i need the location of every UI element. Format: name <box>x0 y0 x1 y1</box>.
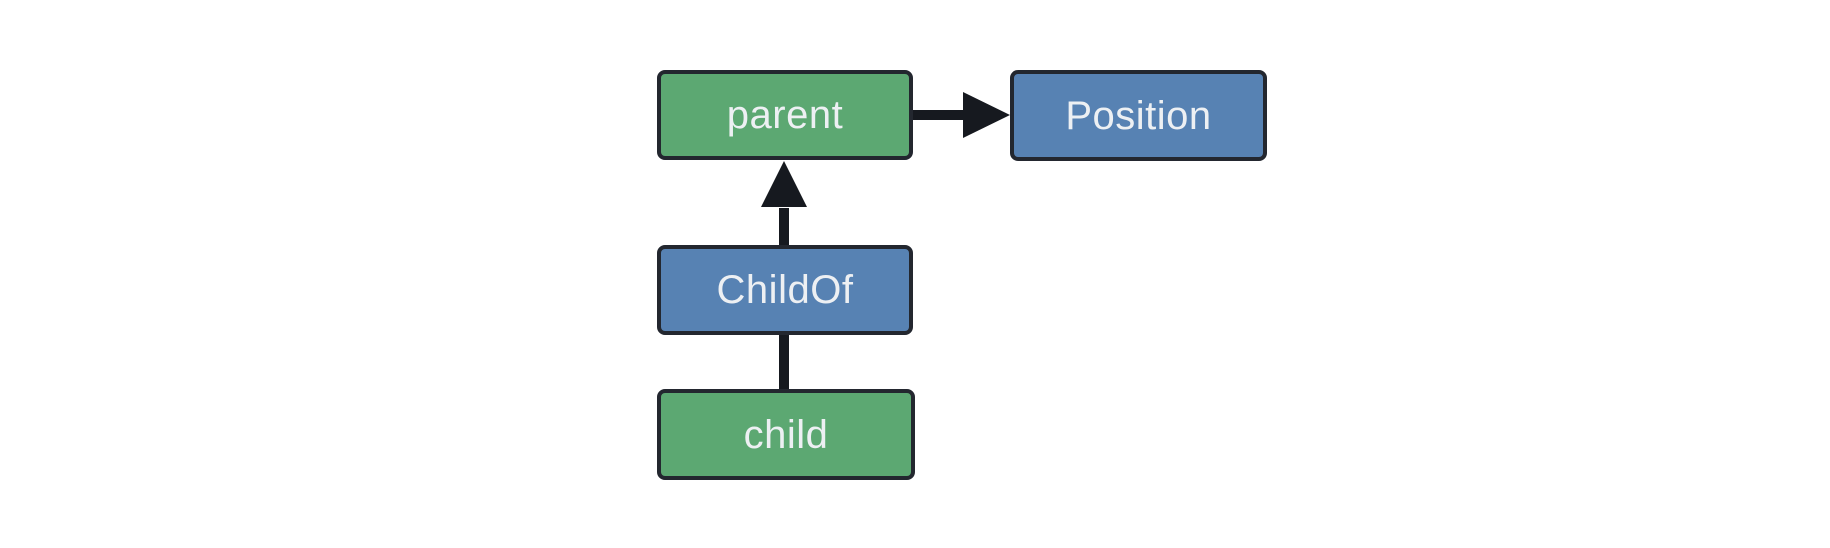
edge-childof-parent-arrowhead-icon <box>761 161 807 207</box>
edge-parent-position-arrowhead-icon <box>963 92 1010 138</box>
node-childof: ChildOf <box>657 245 913 335</box>
node-child: child <box>657 389 915 480</box>
node-parent: parent <box>657 70 913 160</box>
node-parent-label: parent <box>726 93 844 137</box>
node-childof-label: ChildOf <box>716 268 854 312</box>
node-child-label: child <box>743 412 829 457</box>
node-position-label: Position <box>1065 93 1212 138</box>
node-position: Position <box>1010 70 1267 161</box>
